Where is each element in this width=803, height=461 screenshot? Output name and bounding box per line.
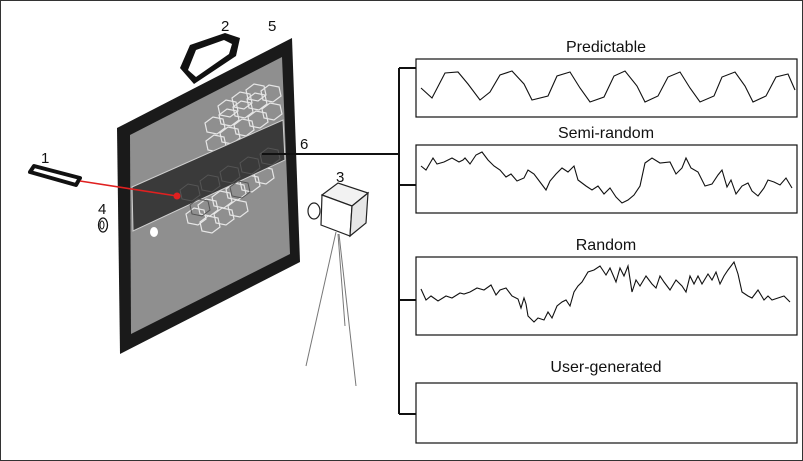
label-2: 2	[221, 18, 229, 35]
handle-icon	[180, 33, 240, 84]
trajectory-random	[420, 260, 791, 323]
camera-icon	[307, 182, 370, 238]
sensor-icon	[97, 217, 109, 233]
panel-title-random: Random	[576, 237, 636, 254]
laser-spot	[173, 192, 181, 200]
laser-beam	[79, 180, 178, 197]
label-6: 6	[300, 136, 308, 153]
panel-title-predictable: Predictable	[566, 39, 646, 56]
label-3: 3	[336, 169, 344, 186]
panel-semi-random	[415, 144, 798, 214]
label-5: 5	[268, 18, 276, 35]
bracket	[398, 67, 416, 415]
trajectory-semi-random	[420, 151, 793, 204]
hexagon-grid	[185, 83, 283, 234]
laser-pointer	[28, 164, 82, 187]
target-dot	[150, 227, 158, 237]
trajectory-predictable	[420, 70, 796, 103]
panel-random	[415, 256, 798, 336]
panel-predictable	[415, 58, 798, 118]
panel-title-user-generated: User-generated	[550, 359, 661, 376]
label-1: 1	[41, 150, 49, 167]
tripod	[305, 231, 357, 387]
strip-hexagons	[179, 147, 281, 217]
label-4: 4	[98, 201, 106, 218]
panel-user-generated	[415, 382, 798, 444]
panel-title-semi-random: Semi-random	[558, 125, 654, 142]
